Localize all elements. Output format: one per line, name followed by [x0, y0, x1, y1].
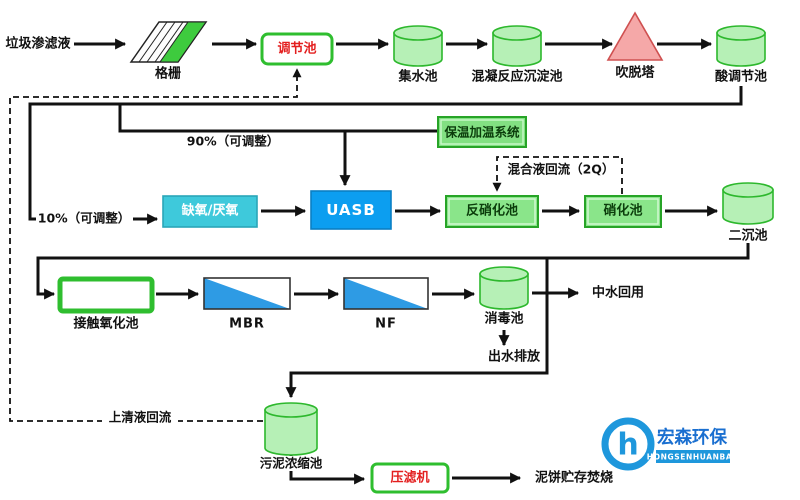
percent-10-label: 10%（可调整）: [38, 211, 130, 226]
bar-screen-hatch: [138, 21, 168, 63]
coagulation-tank-top: [492, 25, 542, 41]
collecting-tank-cylinder: [393, 25, 443, 67]
thickener-cylinder: [264, 402, 318, 456]
node-denitrification-tank: 反硝化池: [445, 195, 539, 228]
logo-mark: h: [617, 428, 638, 463]
screen-label: 格栅: [155, 66, 181, 82]
thickener-label-backing: [257, 456, 325, 471]
contact-oxidation-box: [57, 276, 155, 314]
heating-system-bevel: [440, 119, 524, 145]
nf-frame: [343, 277, 429, 310]
reuse-label: 中水回用: [592, 285, 644, 301]
flow-supernatant-reflux: [9, 68, 302, 422]
denitrification-label: 反硝化池: [466, 203, 518, 219]
bar-screen-green-panel: [159, 21, 207, 63]
anoxic-tank-label: 缺氧/厌氧: [181, 203, 239, 219]
supernatant-reflux-label: 上清液回流: [109, 410, 172, 425]
nitrification-bevel: [587, 198, 659, 225]
node-uasb: UASB: [310, 190, 392, 230]
filter-press-box: [370, 462, 450, 494]
node-filter-press: 压滤机: [370, 462, 450, 494]
disinfection-cylinder: [479, 266, 529, 310]
nf-label: NF: [375, 317, 397, 332]
acid-tank-top: [716, 25, 766, 41]
nitrification-label: 硝化池: [603, 203, 642, 219]
clarifier-top: [722, 182, 774, 198]
bar-screen-hatch: [146, 21, 176, 63]
disinfection-top: [479, 266, 529, 282]
mixed-reflux-label: 混合液回流（2Q）: [508, 162, 615, 177]
bar-screen-icon: [129, 21, 208, 63]
logo-name-en: HONGSENHUANBAO: [647, 453, 739, 462]
node-regulating-tank: 调节池: [260, 32, 334, 66]
flow-clarifier-to-contact: [36, 243, 750, 300]
anoxic-tank-box: [162, 195, 258, 228]
bar-screen-hatch: [154, 21, 184, 63]
coagulation-tank-cylinder: [492, 25, 542, 67]
logo-ring-icon: [601, 417, 655, 471]
nitrification-box: [584, 195, 662, 228]
thickener-body: [264, 409, 318, 456]
mudcake-label: 泥饼贮存焚烧: [535, 470, 613, 486]
flow-clarifier-sludge-to-thickener: [285, 258, 549, 399]
clarifier-cylinder: [722, 182, 774, 225]
flow-branch-90pct: [118, 104, 438, 133]
denitrification-bevel: [448, 198, 536, 225]
uasb-box: [310, 190, 392, 230]
collecting-tank-top: [393, 25, 443, 41]
discharge-label: 出水排放: [488, 349, 541, 365]
acid-tank-body: [716, 32, 766, 67]
node-heating-system: 保温加温系统: [437, 116, 527, 148]
node-nitrification-tank: 硝化池: [584, 195, 662, 228]
supernatant-label-backing: [102, 410, 178, 426]
nf-triangle: [344, 278, 428, 309]
percent-90-label: 90%（可调整）: [187, 134, 279, 149]
regulating-tank-label: 调节池: [277, 41, 316, 57]
mbr-triangle: [204, 278, 290, 309]
filter-press-label: 压滤机: [390, 470, 429, 486]
collecting-tank-label: 集水池: [397, 69, 437, 85]
coagulation-tank-body: [492, 32, 542, 67]
collecting-tank-body: [393, 32, 443, 67]
regulating-tank-box: [260, 32, 334, 66]
acid-tank-cylinder: [716, 25, 766, 67]
logo-name-bar: [656, 450, 730, 463]
nf-membrane-icon: [343, 277, 429, 310]
contact-oxidation-label: 接触氧化池: [73, 316, 138, 332]
mbr-membrane-icon: [203, 277, 291, 310]
clarifier-body: [722, 189, 774, 225]
stripping-tower-cone-icon: [606, 11, 664, 61]
stripping-tower-label: 吹脱塔: [615, 65, 655, 81]
node-contact-oxidation: [57, 276, 155, 314]
uasb-label: UASB: [326, 201, 376, 219]
logo-name-cn: 宏森环保: [657, 427, 727, 448]
heating-system-box: [437, 116, 527, 148]
heating-system-label: 保温加温系统: [443, 125, 520, 140]
mbr-frame: [203, 277, 291, 310]
company-logo: h 宏森环保 HONGSENHUANBAO: [601, 417, 739, 471]
acid-tank-label: 酸调节池: [715, 69, 767, 85]
node-anoxic-tank: 缺氧/厌氧: [162, 195, 258, 228]
source-label: 垃圾渗滤液: [5, 36, 70, 52]
denitrification-box: [445, 195, 539, 228]
coagulation-tank-label: 混凝反应沉淀池: [471, 69, 562, 85]
disinfection-label: 消毒池: [484, 311, 523, 327]
p10-label-backing: [36, 210, 133, 227]
mbr-label: MBR: [229, 317, 265, 332]
disinfection-body: [479, 273, 529, 310]
clarifier-label: 二沉池: [728, 228, 767, 244]
thickener-top: [264, 402, 318, 418]
thickener-label: 污泥浓缩池: [260, 456, 323, 471]
